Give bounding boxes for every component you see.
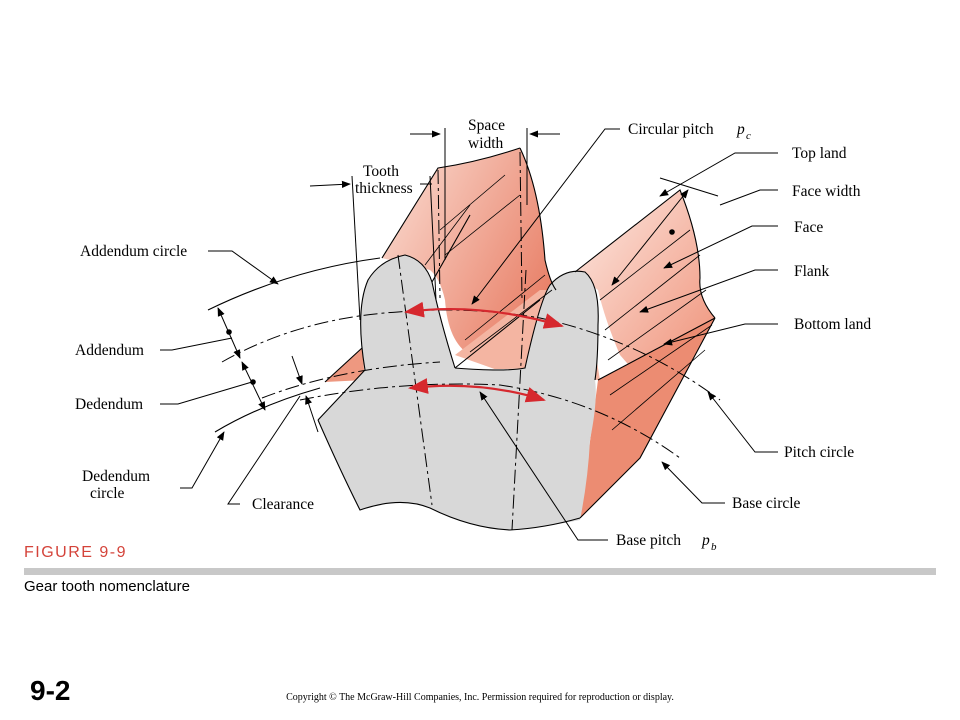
- label-top-land: Top land: [792, 145, 847, 162]
- label-pitch-circle: Pitch circle: [784, 444, 854, 461]
- label-space-width-1: Space: [468, 117, 505, 134]
- label-base-circle: Base circle: [732, 495, 801, 512]
- label-tooth-thickness-2: thickness: [355, 180, 413, 197]
- label-base-pitch-symbol: p: [701, 532, 710, 549]
- label-dedendum: Dedendum: [75, 396, 143, 413]
- label-tooth-thickness-1: Tooth: [363, 163, 399, 180]
- circular-pitch-arrow: [404, 301, 564, 329]
- pitch-arrows: [404, 301, 564, 403]
- caption-rule: [24, 568, 936, 575]
- slide-number: 9-2: [30, 675, 71, 706]
- leader-lines: [160, 128, 778, 541]
- label-space-width-2: width: [468, 135, 504, 152]
- label-base-pitch: Base pitch: [616, 532, 681, 549]
- gear-body: [207, 147, 721, 531]
- base-pitch-arrow: [408, 378, 546, 403]
- copyright-notice: Copyright © The McGraw-Hill Companies, I…: [0, 692, 960, 703]
- label-addendum: Addendum: [75, 342, 144, 359]
- label-clearance: Clearance: [252, 496, 314, 513]
- gear-side-face: [580, 318, 715, 518]
- label-circular-pitch-symbol: p: [736, 121, 745, 138]
- copyright-text: Copyright © The McGraw-Hill Companies, I…: [286, 692, 674, 703]
- label-circular-pitch-subscript: c: [746, 130, 751, 142]
- label-addendum-circle: Addendum circle: [80, 243, 187, 260]
- label-face-width: Face width: [792, 183, 861, 200]
- label-face: Face: [794, 219, 823, 236]
- label-dedendum-circle-2: circle: [90, 485, 125, 502]
- figure-caption: Gear tooth nomenclature: [24, 578, 190, 595]
- label-dedendum-circle-1: Dedendum: [82, 468, 150, 485]
- label-base-pitch-subscript: b: [711, 541, 717, 553]
- figure-number: FIGURE 9-9: [24, 544, 128, 561]
- label-flank: Flank: [794, 263, 830, 280]
- label-circular-pitch: Circular pitch: [628, 121, 714, 138]
- label-bottom-land: Bottom land: [794, 316, 871, 333]
- labels: Space width Circular pitch p c Tooth thi…: [75, 117, 871, 553]
